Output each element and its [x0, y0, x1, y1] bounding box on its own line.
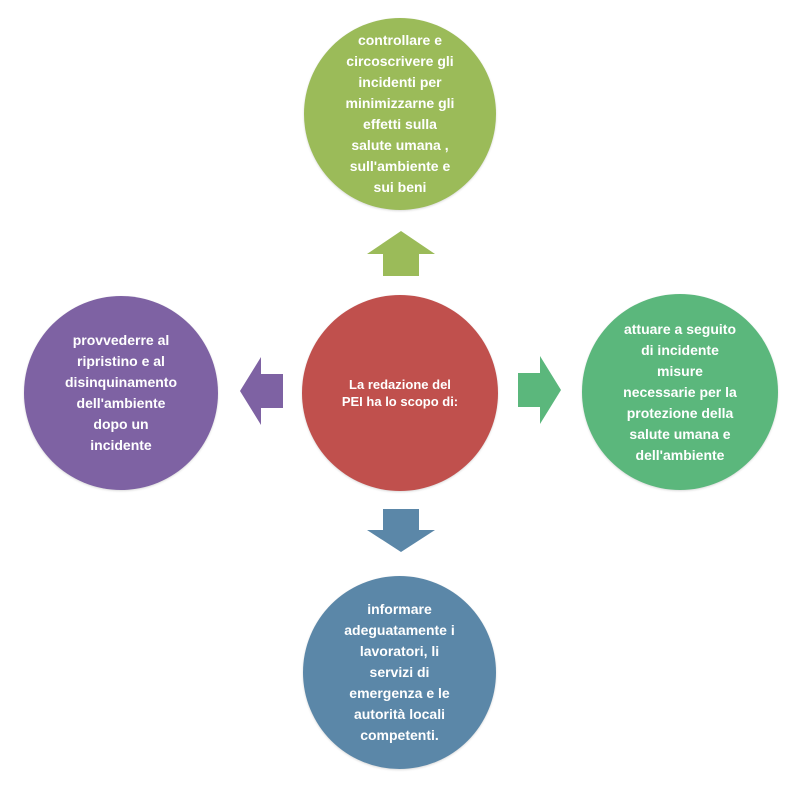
top-circle-text: controllare e circoscrivere gli incident… — [345, 32, 455, 195]
arrow-down-icon — [367, 509, 435, 552]
right-circle-text: attuare a seguito di incidente misure ne… — [623, 320, 737, 463]
arrow-right-icon — [518, 356, 561, 424]
left-circle-text: provvederre al ripristino e al disinquin… — [65, 332, 177, 453]
center-circle-text: La redazione del PEI ha lo scopo di: — [341, 377, 459, 409]
center-circle: La redazione del PEI ha lo scopo di: — [302, 295, 498, 491]
left-circle: provvederre al ripristino e al disinquin… — [24, 296, 218, 490]
arrow-up-icon — [367, 231, 435, 276]
bottom-circle-text: informare adeguatamente i lavoratori, li… — [344, 601, 455, 743]
bottom-circle: informare adeguatamente i lavoratori, li… — [303, 576, 496, 769]
right-circle: attuare a seguito di incidente misure ne… — [582, 294, 778, 490]
arrow-left-icon — [240, 357, 283, 425]
top-circle: controllare e circoscrivere gli incident… — [304, 18, 496, 210]
